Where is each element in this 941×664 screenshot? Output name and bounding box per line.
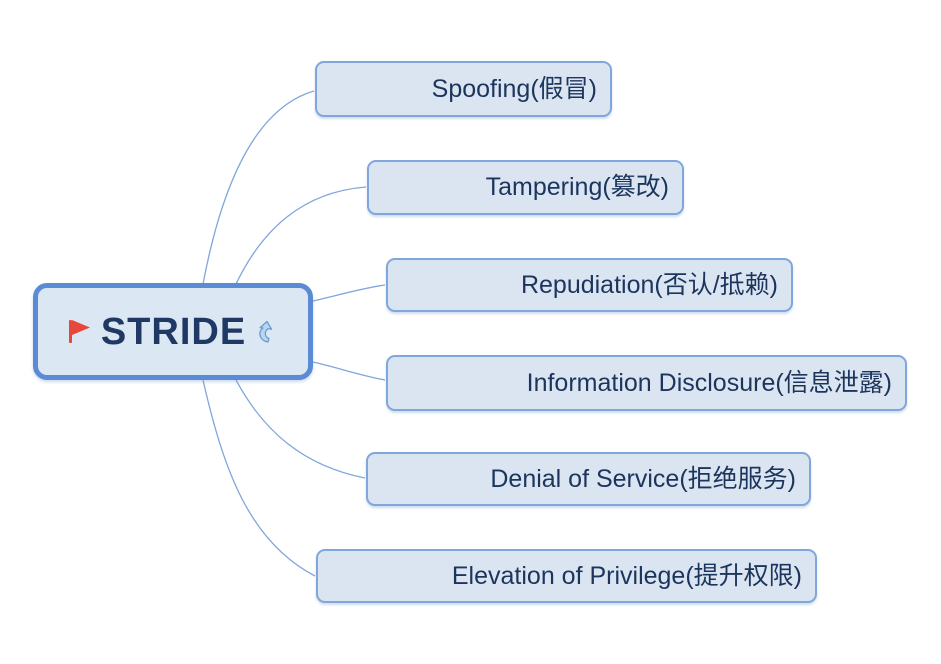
- child-node-label: Repudiation(否认/抵赖): [520, 270, 778, 299]
- connector-line-elevation-of-privilege: [202, 379, 316, 577]
- flag-icon: [67, 318, 92, 346]
- child-node-tampering[interactable]: Tampering(篡改): [367, 160, 684, 215]
- connector-line-repudiation: [312, 284, 386, 302]
- root-node-label: STRIDE: [100, 310, 247, 353]
- child-node-label: Tampering(篡改): [485, 173, 669, 201]
- child-node-elevation-of-privilege[interactable]: Elevation of Privilege(提升权限): [316, 549, 817, 603]
- connector-line-denial-of-service: [235, 379, 366, 479]
- child-node-label: Elevation of Privilege(提升权限): [451, 561, 802, 590]
- connector-line-tampering: [235, 186, 367, 285]
- child-node-label: Information Disclosure(信息泄露): [526, 368, 892, 397]
- child-node-label: Spoofing(假冒): [431, 74, 597, 103]
- root-node-stride[interactable]: STRIDE: [33, 283, 313, 380]
- child-node-label: Denial of Service(拒绝服务): [490, 464, 796, 493]
- connector-line-spoofing: [202, 90, 315, 285]
- child-node-repudiation[interactable]: Repudiation(否认/抵赖): [386, 258, 793, 312]
- connector-line-information-disclosure: [312, 361, 386, 381]
- child-node-information-disclosure[interactable]: Information Disclosure(信息泄露): [386, 355, 907, 411]
- child-node-spoofing[interactable]: Spoofing(假冒): [315, 61, 612, 117]
- child-node-denial-of-service[interactable]: Denial of Service(拒绝服务): [366, 452, 811, 506]
- rotate-up-arrow-icon[interactable]: [255, 319, 279, 345]
